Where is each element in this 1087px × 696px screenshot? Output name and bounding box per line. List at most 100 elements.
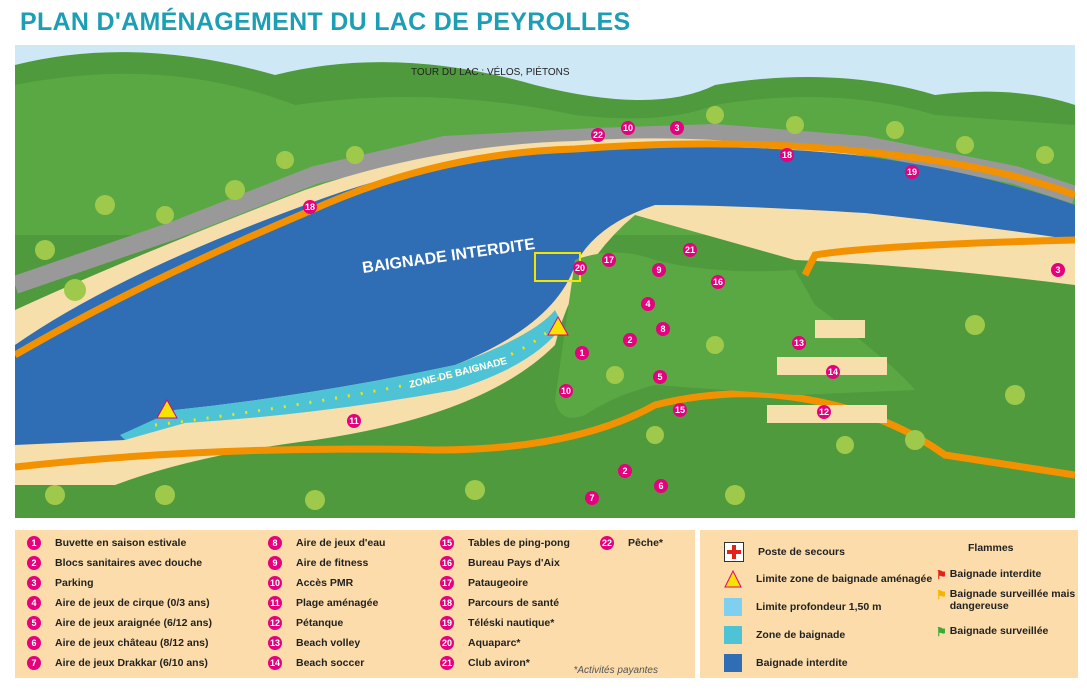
- marker-number-icon: 21: [440, 656, 454, 670]
- legend-label: Aire de jeux d'eau: [296, 537, 386, 549]
- legend-label: Accès PMR: [296, 577, 354, 589]
- marker-number-icon: 1: [27, 536, 41, 550]
- legend-symbol-item: Baignade interdite: [724, 654, 848, 672]
- map-marker[interactable]: 13: [792, 336, 806, 350]
- legend-label: Plage aménagée: [296, 597, 379, 609]
- map-marker[interactable]: 12: [817, 405, 831, 419]
- east-path: [801, 236, 1075, 277]
- marker-number-icon: 12: [268, 616, 282, 630]
- legend-label: Aire de fitness: [296, 557, 369, 569]
- map-marker[interactable]: 10: [621, 121, 635, 135]
- map-marker[interactable]: 2: [618, 464, 632, 478]
- legend-symbol-item: Limite zone de baignade aménagée: [724, 570, 932, 588]
- map-marker[interactable]: 18: [303, 200, 317, 214]
- map-marker[interactable]: 5: [653, 370, 667, 384]
- legend-label: Buvette en saison estivale: [55, 537, 187, 549]
- legend-label: Zone de baignade: [756, 629, 846, 641]
- svg-text:22: 22: [593, 130, 603, 140]
- svg-text:1: 1: [579, 348, 584, 358]
- marker-number-icon: 15: [440, 536, 454, 550]
- svg-text:14: 14: [828, 367, 838, 377]
- svg-text:18: 18: [782, 150, 792, 160]
- legend-item: 12 Pétanque: [268, 616, 343, 630]
- legend-label: Tables de ping-pong: [468, 537, 570, 549]
- legend-item: 3 Parking: [27, 576, 94, 590]
- map-marker[interactable]: 3: [1051, 263, 1065, 277]
- svg-text:20: 20: [575, 263, 585, 273]
- svg-text:12: 12: [819, 407, 829, 417]
- lake-tour-path: [15, 140, 1075, 359]
- legend-label: Baignade surveillée mais dangereuse: [949, 588, 1076, 612]
- legend-label: Aire de jeux de cirque (0/3 ans): [55, 597, 210, 609]
- marker-number-icon: 10: [268, 576, 282, 590]
- legend-item: 1 Buvette en saison estivale: [27, 536, 186, 550]
- flag-icon: ⚑: [936, 568, 947, 582]
- map-marker[interactable]: 17: [602, 253, 616, 267]
- legend-label: Blocs sanitaires avec douche: [55, 557, 203, 569]
- numbered-legend: 1 Buvette en saison estivale 2 Blocs sanita…: [15, 530, 695, 678]
- legend-label: Baignade interdite: [756, 657, 848, 669]
- map-marker[interactable]: 14: [826, 365, 840, 379]
- map-marker[interactable]: 2: [623, 333, 637, 347]
- beach-volley-field: [815, 320, 865, 338]
- flag-legend-item: ⚑Baignade interdite: [936, 568, 1076, 582]
- marker-number-icon: 18: [440, 596, 454, 610]
- map-marker[interactable]: 21: [683, 243, 697, 257]
- flag-icon: ⚑: [936, 588, 947, 602]
- map-marker[interactable]: 8: [656, 322, 670, 336]
- marker-number-icon: 22: [600, 536, 614, 550]
- legend-label: Parcours de santé: [468, 597, 560, 609]
- map-marker[interactable]: 7: [585, 491, 599, 505]
- marker-number-icon: 2: [27, 556, 41, 570]
- map-marker[interactable]: 19: [905, 165, 919, 179]
- marker-number-icon: 5: [27, 616, 41, 630]
- svg-text:19: 19: [907, 167, 917, 177]
- svg-text:3: 3: [1055, 265, 1060, 275]
- map-marker[interactable]: 10: [559, 384, 573, 398]
- marker-number-icon: 7: [27, 656, 41, 670]
- flag-icon: ⚑: [936, 625, 947, 639]
- map-marker[interactable]: 16: [711, 275, 725, 289]
- map-marker[interactable]: 9: [652, 263, 666, 277]
- map-marker[interactable]: 1: [575, 346, 589, 360]
- map-marker[interactable]: 4: [641, 297, 655, 311]
- swimming-zone: [120, 310, 563, 440]
- map-marker[interactable]: 11: [347, 414, 361, 428]
- map-marker[interactable]: 22: [591, 128, 605, 142]
- svg-text:2: 2: [627, 335, 632, 345]
- flag-legend-item: ⚑Baignade surveillée mais dangereuse: [936, 588, 1076, 612]
- marker-number-icon: 16: [440, 556, 454, 570]
- svg-text:10: 10: [561, 386, 571, 396]
- warning-triangle-icon: [547, 315, 569, 336]
- map-marker[interactable]: 18: [780, 148, 794, 162]
- legend-label: Limite zone de baignade aménagée: [756, 573, 933, 585]
- map-marker[interactable]: 3: [670, 121, 684, 135]
- map-marker[interactable]: 6: [654, 479, 668, 493]
- flag-legend-item: ⚑Baignade surveillée: [936, 625, 1076, 639]
- marker-number-icon: 14: [268, 656, 282, 670]
- svg-text:21: 21: [685, 245, 695, 255]
- svg-text:17: 17: [604, 255, 614, 265]
- map-marker[interactable]: 20: [573, 261, 587, 275]
- legend-label: Aquaparc*: [468, 637, 521, 649]
- marker-number-icon: 17: [440, 576, 454, 590]
- legend-symbol-item: Poste de secours: [724, 542, 845, 562]
- svg-text:2: 2: [622, 466, 627, 476]
- svg-text:3: 3: [674, 123, 679, 133]
- trees: [35, 106, 1054, 510]
- marker-number-icon: 3: [27, 576, 41, 590]
- legend-label: Parking: [55, 577, 94, 589]
- svg-text:16: 16: [713, 277, 723, 287]
- legend-label: Beach soccer: [296, 657, 365, 669]
- south-path: [15, 390, 1075, 479]
- svg-text:13: 13: [794, 338, 804, 348]
- legend-label: Pétanque: [296, 617, 344, 629]
- marker-number-icon: 6: [27, 636, 41, 650]
- map-marker[interactable]: 15: [673, 403, 687, 417]
